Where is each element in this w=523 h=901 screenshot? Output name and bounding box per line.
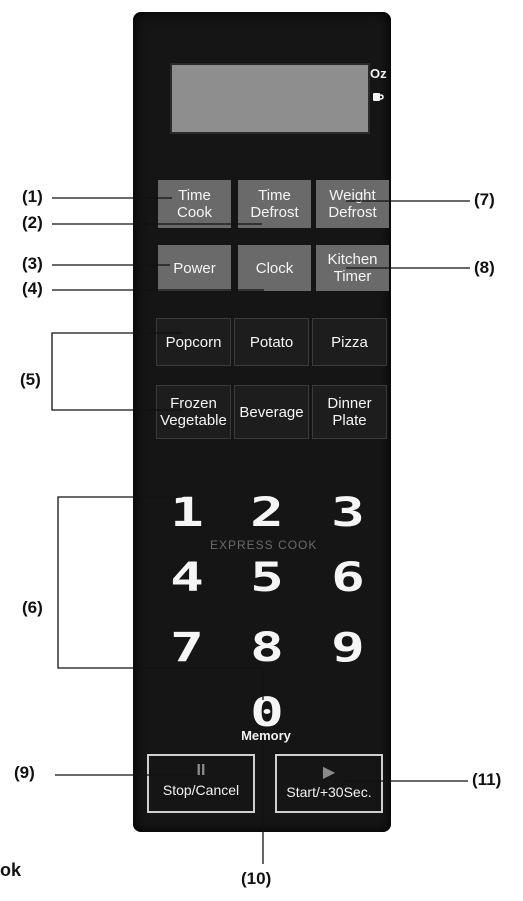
- stop-cancel-button[interactable]: II Stop/Cancel: [147, 754, 255, 813]
- stop-cancel-label: Stop/Cancel: [162, 782, 240, 798]
- memory-label: Memory: [241, 728, 291, 743]
- callout-5: (5): [20, 370, 41, 389]
- cup-icon: [372, 90, 384, 108]
- digit-1-button[interactable]: 1: [170, 490, 204, 536]
- callout-1: (1): [22, 187, 43, 206]
- frozen-vegetable-button[interactable]: Frozen Vegetable: [156, 385, 231, 439]
- pizza-label: Pizza: [331, 333, 368, 351]
- lcd-display: [170, 63, 370, 134]
- potato-button[interactable]: Potato: [234, 318, 309, 366]
- express-cook-label: EXPRESS COOK: [210, 538, 318, 552]
- time-cook-button[interactable]: Time Cook: [158, 180, 231, 228]
- callout-9: (9): [14, 763, 35, 782]
- beverage-label: Beverage: [239, 403, 304, 421]
- footer-text: ok: [0, 860, 22, 880]
- digit-5-button[interactable]: 5: [250, 555, 284, 601]
- callout-6: (6): [22, 598, 43, 617]
- callout-8: (8): [474, 258, 495, 277]
- oz-indicator: Oz: [370, 66, 387, 81]
- power-button[interactable]: Power: [158, 245, 231, 291]
- digit-7-button[interactable]: 7: [170, 625, 204, 671]
- callout-2: (2): [22, 213, 43, 232]
- frozen-vegetable-label: Frozen Vegetable: [160, 395, 227, 429]
- callout-10: (10): [241, 869, 272, 888]
- time-cook-label: Time Cook: [176, 187, 213, 221]
- pause-icon: II: [196, 762, 206, 779]
- play-icon: ▶: [322, 764, 336, 781]
- callout-7: (7): [474, 190, 495, 209]
- power-label: Power: [173, 259, 216, 277]
- clock-button[interactable]: Clock: [238, 245, 311, 291]
- callout-11: (11): [472, 770, 502, 789]
- digit-4-button[interactable]: 4: [170, 555, 204, 601]
- kitchen-timer-label: Kitchen Timer: [327, 251, 378, 285]
- digit-6-button[interactable]: 6: [331, 555, 365, 601]
- clock-label: Clock: [255, 259, 294, 277]
- digit-9-button[interactable]: 9: [331, 625, 365, 671]
- pizza-button[interactable]: Pizza: [312, 318, 387, 366]
- start-30sec-label: Start/+30Sec.: [286, 784, 372, 800]
- dinner-plate-button[interactable]: Dinner Plate: [312, 385, 387, 439]
- digit-8-button[interactable]: 8: [250, 625, 284, 671]
- digit-2-button[interactable]: 2: [250, 490, 284, 536]
- beverage-button[interactable]: Beverage: [234, 385, 309, 439]
- dinner-plate-label: Dinner Plate: [327, 395, 372, 429]
- popcorn-label: Popcorn: [165, 333, 222, 351]
- popcorn-button[interactable]: Popcorn: [156, 318, 231, 366]
- weight-defrost-button[interactable]: Weight Defrost: [316, 180, 389, 228]
- callout-4: (4): [22, 279, 43, 298]
- digit-3-button[interactable]: 3: [331, 490, 365, 536]
- digit-0-button[interactable]: 0: [250, 690, 284, 736]
- time-defrost-button[interactable]: Time Defrost: [238, 180, 311, 228]
- callout-3: (3): [22, 254, 43, 273]
- start-30sec-button[interactable]: ▶ Start/+30Sec.: [275, 754, 383, 813]
- potato-label: Potato: [249, 333, 294, 351]
- kitchen-timer-button[interactable]: Kitchen Timer: [316, 245, 389, 291]
- time-defrost-label: Time Defrost: [250, 187, 299, 221]
- weight-defrost-label: Weight Defrost: [328, 187, 377, 221]
